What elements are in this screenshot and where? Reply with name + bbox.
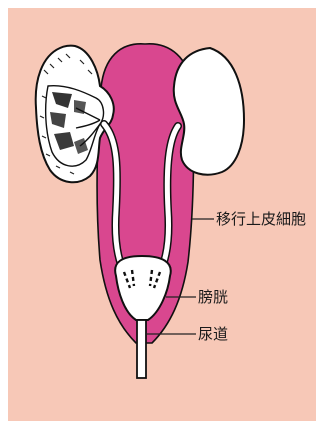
label-urethra: 尿道	[198, 325, 228, 343]
label-transitional-epithelium: 移行上皮細胞	[216, 210, 306, 228]
right-kidney	[174, 48, 244, 175]
urethra	[137, 320, 146, 378]
label-bladder: 膀胱	[198, 288, 228, 306]
